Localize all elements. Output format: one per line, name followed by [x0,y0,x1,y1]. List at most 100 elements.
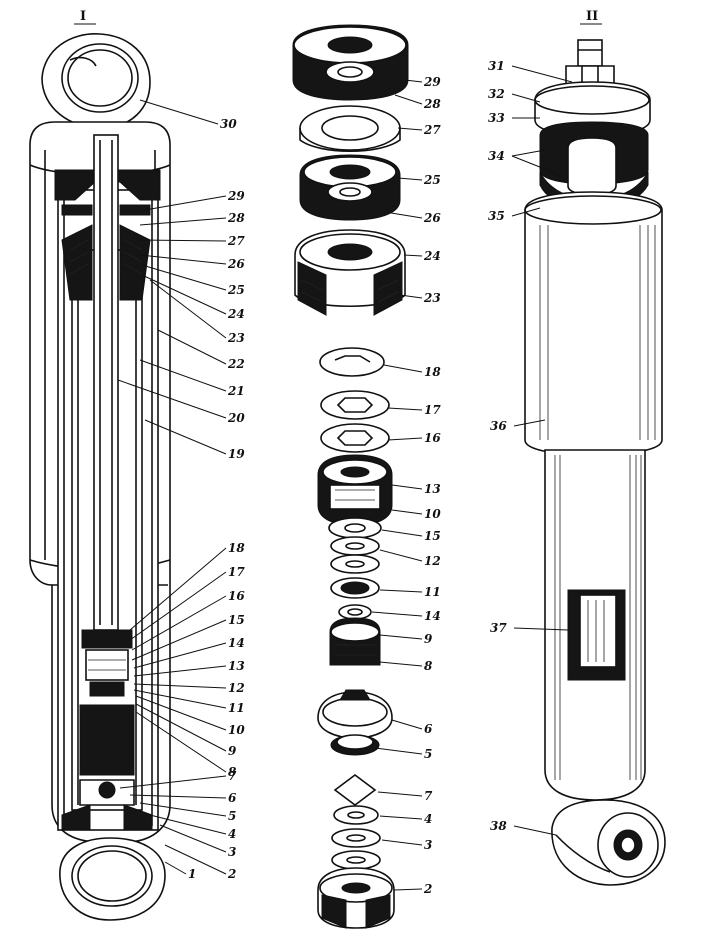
left-callout-21: 21 [227,384,245,398]
leader-line-left-callout-13 [133,665,227,677]
left-callout-7: 7 [228,769,237,783]
left-callout-19: 19 [228,447,245,461]
middle-callout-8: 8 [424,659,433,673]
leader-line-left-callout-28 [139,217,227,226]
middle-callout-15: 15 [424,529,441,543]
middle-callout-10: 10 [424,507,441,521]
left-callout-11: 11 [228,701,245,715]
right-callout-38: 38 [490,819,507,833]
leader-line-middle-callout-8 [379,661,423,667]
leader-line-right-callout-38 [513,825,557,836]
leader-line-middle-callout-16 [387,437,423,441]
leader-line-left-callout-14 [133,642,227,669]
leader-line-left-callout-10 [135,695,227,731]
middle-callout-14: 14 [424,609,441,623]
leader-line-left-callout-22 [157,329,227,365]
right-callout-35: 35 [488,209,505,223]
piston-assembly [81,629,133,697]
middle-callout-26: 26 [423,211,441,225]
right-callout-32: 32 [488,87,505,101]
leader-line-left-callout-2 [164,844,227,875]
rod-guide-seals [61,204,151,301]
leader-line-left-callout-1 [164,861,187,875]
rubber-bushings [539,121,649,211]
leader-line-right-callout-35 [511,207,541,217]
leader-lines [74,23,602,891]
leader-line-left-callout-6 [129,794,227,799]
leader-line-left-callout-8 [135,711,227,773]
part-group-11-14 [330,577,380,620]
left-callout-1: 1 [188,867,196,881]
leader-line-left-callout-23 [149,279,227,339]
leader-line-middle-callout-9 [379,634,423,640]
piston-rod [93,134,119,631]
body-cutout [567,589,626,681]
bottom-mounting-eye [59,837,166,921]
leader-line-34-b [511,155,561,176]
leader-line-middle-callout-17 [387,407,423,411]
left-callout-29: 29 [227,189,245,203]
middle-callout-2: 2 [423,882,432,896]
middle-callout-12: 12 [424,554,441,568]
left-callout-18: 18 [228,541,245,555]
middle-callout-7: 7 [424,789,433,803]
leader-line-left-callout-12 [133,683,227,689]
leader-line-middle-callout-2 [393,888,423,891]
left-callout-22: 22 [227,357,245,371]
left-callout-30: 30 [220,117,237,131]
middle-callout-25: 25 [423,173,441,187]
left-callout-17: 17 [228,565,245,579]
leader-line-left-callout-27 [139,239,227,242]
left-callout-20: 20 [227,411,245,425]
leader-line-left-callout-4 [149,814,227,835]
middle-callout-28: 28 [423,97,441,111]
middle-callout-29: 29 [423,75,441,89]
leader-line-middle-callout-24 [403,254,423,257]
left-callout-28: 28 [227,211,245,225]
left-callout-5: 5 [228,809,236,823]
left-callout-9: 9 [228,744,237,758]
right-callout-36: 36 [490,419,507,433]
leader-line-middle-callout-25 [397,177,423,181]
left-callout-2: 2 [227,867,236,881]
leader-line-left-callout-17 [129,571,227,641]
part-group-9-8 [329,617,381,666]
part-group-24-23 [294,229,406,316]
right-callout-37: 37 [490,621,507,635]
leader-line-middle-callout-7 [377,791,423,797]
leader-line-middle-callout-26 [384,211,423,219]
leader-line-right-callout-34 [511,149,546,157]
assembly-cutaway [29,33,171,921]
left-callout-4: 4 [228,827,236,841]
leader-line-right-callout-37 [513,627,569,631]
leader-line-right-callout-31 [511,65,573,83]
part-group-top [292,24,409,101]
leader-line-middle-callout-5 [374,747,423,755]
middle-callout-16: 16 [424,431,441,445]
left-callout-8: 8 [228,765,237,779]
leader-line-middle-callout-12 [379,549,423,562]
leader-line-middle-callout-18 [383,364,423,373]
middle-callout-27: 27 [423,123,441,137]
leader-line-middle-callout-15 [381,529,423,537]
middle-callout-6: 6 [424,722,433,736]
leader-line-left-callout-15 [131,619,227,661]
reservoir-cap [54,169,161,201]
left-callout-16: 16 [228,589,245,603]
leader-line-left-callout-20 [117,379,227,419]
leader-line-left-callout-26 [139,254,227,265]
leader-line-right-callout-36 [513,419,546,427]
leader-line-middle-callout-3 [381,839,423,846]
right-callout-31: 31 [488,59,505,73]
part-group-2 [317,867,395,929]
leader-line-middle-callout-11 [379,589,423,593]
part-group-18-16 [319,347,390,453]
left-callout-12: 12 [228,681,245,695]
part-group-15-12 [328,517,382,574]
left-callout-27: 27 [227,234,245,248]
middle-callout-9: 9 [424,632,433,646]
leader-line-left-callout-24 [141,274,227,315]
